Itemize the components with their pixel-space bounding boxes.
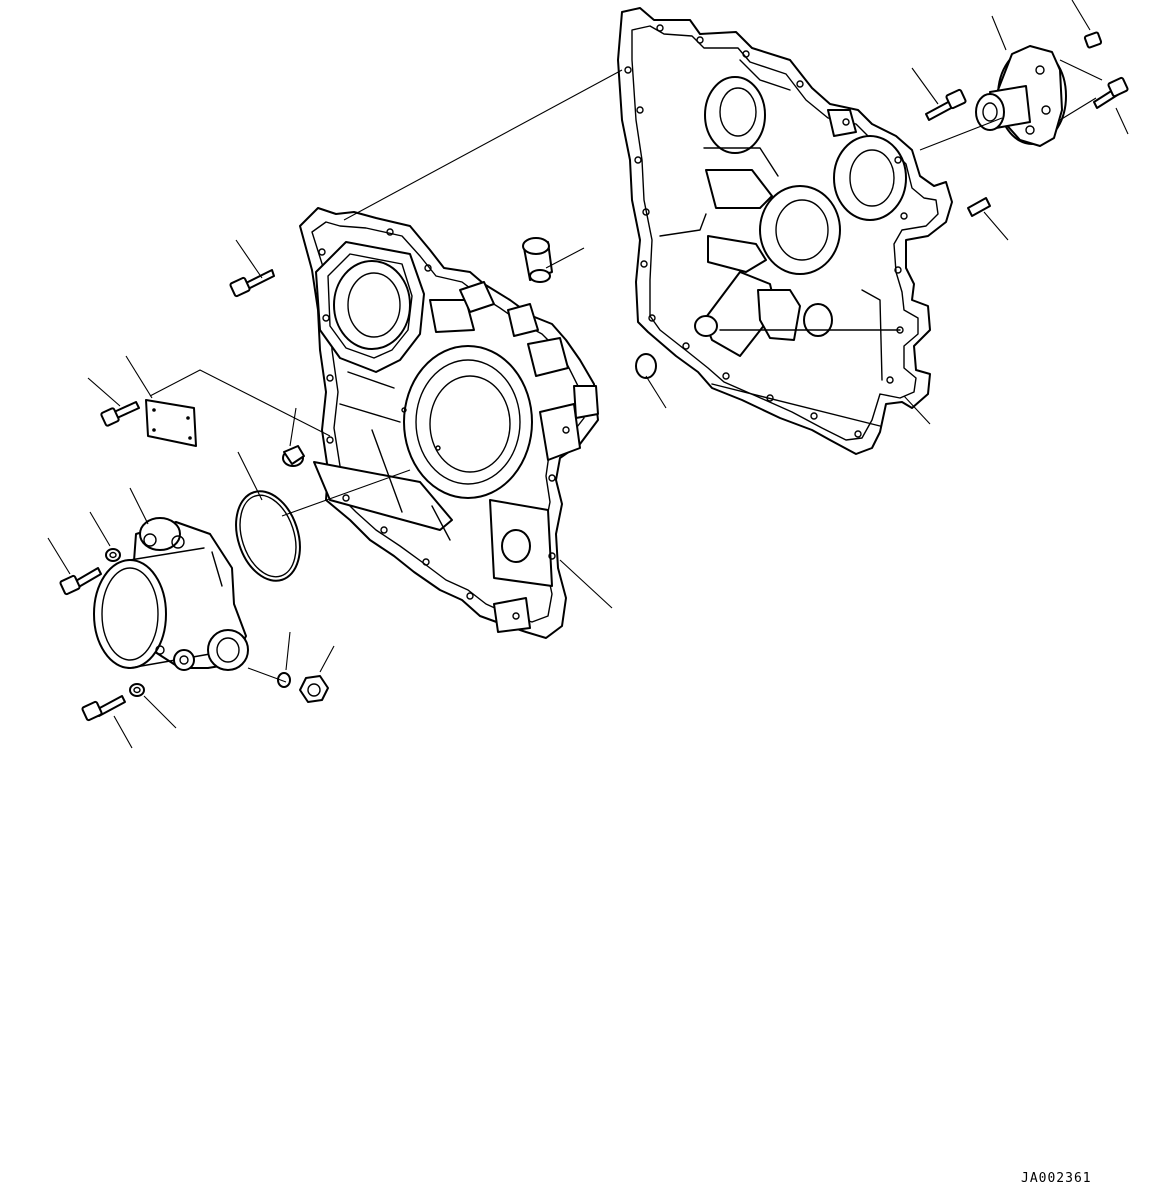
dowel-pin: [967, 197, 991, 217]
leader-lines: [47, 0, 1129, 749]
o-ring: [635, 353, 657, 379]
flanged-adapter: [975, 45, 1067, 147]
washer: [129, 683, 145, 697]
front-gear-case-cover: [299, 207, 599, 639]
o-ring: [235, 490, 301, 582]
plug: [522, 237, 553, 283]
plug: [282, 445, 305, 467]
o-ring: [277, 672, 291, 688]
bolt: [59, 567, 102, 596]
cover-plate: [145, 399, 197, 447]
bolt: [1093, 76, 1129, 109]
bolt: [81, 695, 126, 722]
bolt: [229, 269, 275, 298]
pto-drive-housing: [93, 517, 249, 671]
drawing-number: JA002361: [1021, 1171, 1092, 1186]
bolt: [925, 88, 967, 121]
bolt: [100, 401, 140, 427]
flange-nut: [299, 675, 329, 703]
rear-timing-gear-case: [617, 7, 953, 455]
washer: [105, 548, 121, 562]
plug: [1083, 31, 1103, 49]
